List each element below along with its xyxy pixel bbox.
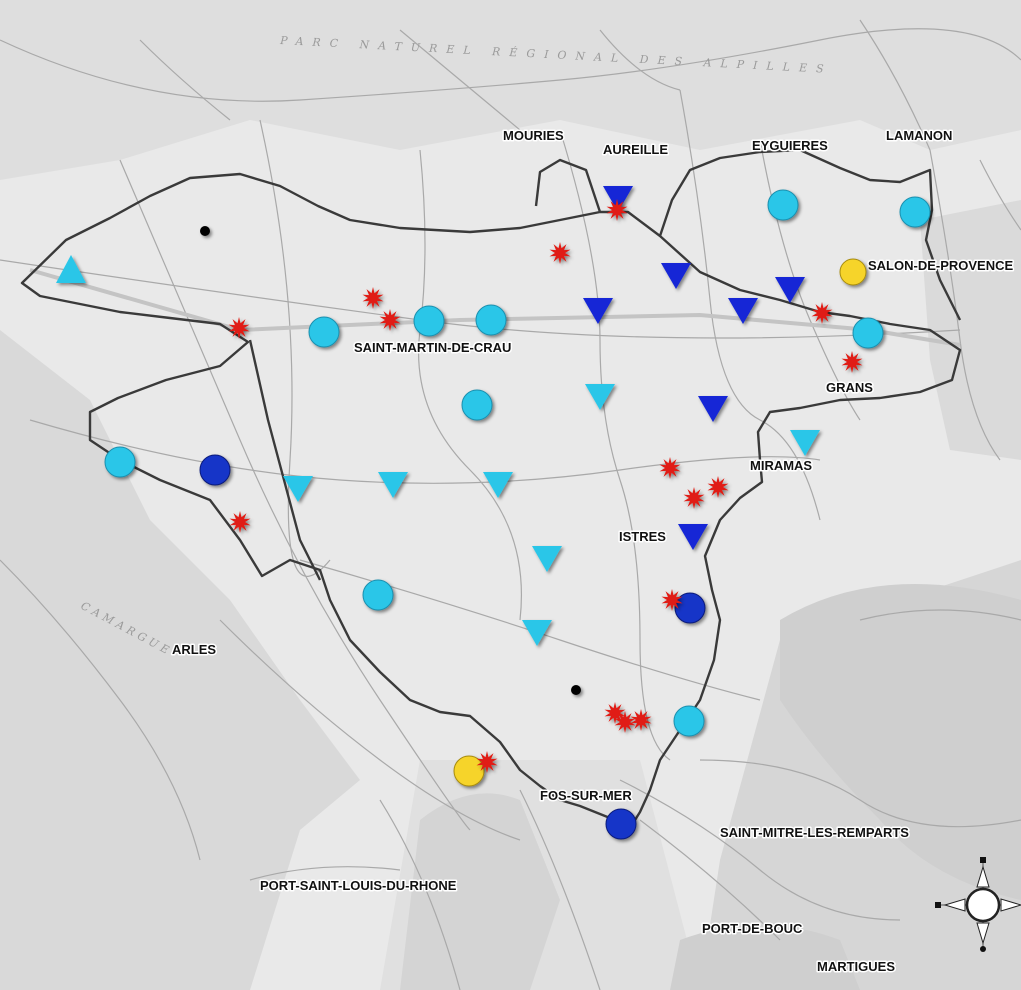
red-star [661, 589, 683, 611]
red-star [604, 702, 626, 724]
light-blue-circle [852, 317, 884, 349]
town-label-martigues: MARTIGUES [817, 959, 895, 974]
light-blue-circle [362, 579, 394, 611]
dark-blue-down-triangle [678, 524, 708, 550]
light-blue-circle [767, 189, 799, 221]
light-blue-down-triangle [532, 546, 562, 572]
highway [29, 268, 961, 347]
yellow-circle [453, 755, 485, 787]
red-star [549, 242, 571, 264]
town-label-miramas: MIRAMAS [750, 458, 812, 473]
yellow-circle [839, 258, 867, 286]
red-star [476, 751, 498, 773]
light-blue-circle [899, 196, 931, 228]
red-stars-layer [228, 199, 863, 773]
town-labels: MOURIES AUREILLE EYGUIERES LAMANON SALON… [171, 127, 1016, 976]
markers-layer [56, 186, 931, 840]
red-star [659, 457, 681, 479]
red-star [841, 351, 863, 373]
light-blue-circle [673, 705, 705, 737]
dark-blue-down-triangle [728, 298, 758, 324]
town-label-grans: GRANS [826, 380, 873, 395]
town-label-saint-martin: SAINT-MARTIN-DE-CRAU [354, 340, 511, 355]
dark-blue-down-triangle [661, 263, 691, 289]
light-blue-down-triangle [585, 384, 615, 410]
light-blue-circle [308, 316, 340, 348]
red-star [228, 317, 250, 339]
town-label-aureille: AUREILLE [603, 142, 668, 157]
red-star [229, 511, 251, 533]
light-blue-circle [104, 446, 136, 478]
red-star [630, 709, 652, 731]
black-dot [200, 226, 210, 236]
red-star [379, 309, 401, 331]
red-star [707, 476, 729, 498]
light-blue-down-triangle [790, 430, 820, 456]
study-area-boundary [20, 148, 962, 830]
red-star [362, 287, 384, 309]
light-blue-down-triangle [378, 472, 408, 498]
town-label-mouries: MOURIES [503, 128, 564, 143]
town-label-fos: FOS-SUR-MER [540, 788, 632, 803]
dark-blue-down-triangle [603, 186, 633, 212]
dark-blue-circle [605, 808, 637, 840]
town-label-eyguieres: EYGUIERES [752, 138, 828, 153]
town-label-port-saint-louis: PORT-SAINT-LOUIS-DU-RHONE [260, 878, 457, 893]
red-star [606, 199, 628, 221]
town-label-arles: ARLES [172, 642, 216, 657]
water-layer [400, 584, 1021, 990]
black-dot [571, 685, 581, 695]
dark-blue-down-triangle [775, 277, 805, 303]
town-label-istres: ISTRES [619, 529, 666, 544]
dark-blue-circle [674, 592, 706, 624]
town-label-saint-mitre: SAINT-MITRE-LES-REMPARTS [720, 825, 909, 840]
town-label-port-de-bouc: PORT-DE-BOUC [702, 921, 803, 936]
light-blue-circle [475, 304, 507, 336]
town-label-salon: SALON-DE-PROVENCE [868, 258, 1014, 273]
dark-blue-circle [199, 454, 231, 486]
light-blue-up-triangle [56, 255, 86, 283]
compass-rose-icon [935, 857, 1021, 952]
light-blue-circle [461, 389, 493, 421]
red-star [614, 711, 636, 733]
red-star [683, 487, 705, 509]
light-blue-down-triangle [483, 472, 513, 498]
light-blue-down-triangle [522, 620, 552, 646]
light-blue-circle [413, 305, 445, 337]
road-network [0, 19, 1021, 990]
dark-blue-down-triangle [583, 298, 613, 324]
dark-blue-down-triangle [698, 396, 728, 422]
light-blue-down-triangle [283, 476, 313, 502]
town-label-lamanon: LAMANON [886, 128, 952, 143]
red-star [811, 302, 833, 324]
